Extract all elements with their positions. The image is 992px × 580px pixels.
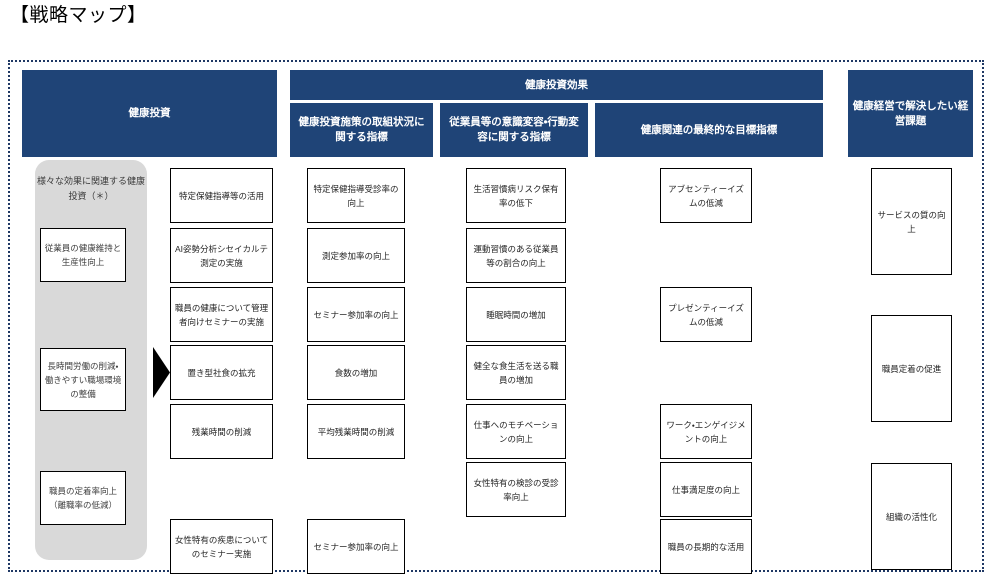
sub3-node-3[interactable]: ワーク・エンゲイジメントの向上 [660, 404, 752, 459]
sub3-node-1[interactable]: アブセンティーイズムの低減 [660, 168, 752, 223]
header-effect-band-label: 健康投資効果 [525, 78, 588, 91]
investment-node-3[interactable]: 職員の健康について管理者向けセミナーの実施 [170, 287, 273, 342]
header-investment: 健康投資 [22, 70, 277, 157]
investment-node-6[interactable]: 女性特有の疾患についてのセミナー実施 [170, 519, 273, 574]
header-sub1-label: 健康投資施策の取組状況に関する指標 [298, 116, 425, 143]
issue-node-2[interactable]: 職員定着の促進 [871, 315, 952, 422]
sub1-node-6[interactable]: セミナー参加率の向上 [307, 519, 405, 574]
header-sub2-label: 従業員等の意識変容・行動変容に関する指標 [449, 116, 579, 143]
header-sub2: 従業員等の意識変容・行動変容に関する指標 [440, 103, 588, 157]
sub2-node-3[interactable]: 睡眠時間の増加 [466, 287, 566, 342]
header-sub1: 健康投資施策の取組状況に関する指標 [290, 103, 433, 157]
issue-node-1[interactable]: サービスの質の向上 [871, 168, 952, 275]
header-issues-label: 健康経営で解決したい経営課題 [852, 99, 969, 127]
flow-arrow-icon [150, 345, 172, 400]
sub3-node-2[interactable]: プレゼンティーイズムの低減 [660, 287, 752, 342]
sub2-node-6[interactable]: 女性特有の検診の受診率向上 [466, 462, 566, 517]
investment-node-4[interactable]: 置き型社食の拡充 [170, 345, 273, 400]
sub2-node-4[interactable]: 健全な食生活を送る職員の増加 [466, 345, 566, 400]
investment-node-5[interactable]: 残業時間の削減 [170, 404, 273, 459]
header-sub3-label: 健康関連の最終的な目標指標 [640, 123, 778, 136]
sub1-node-1[interactable]: 特定保健指導受診率の向上 [307, 168, 405, 223]
sub1-node-3[interactable]: セミナー参加率の向上 [307, 287, 405, 342]
strategy-map-frame [8, 60, 984, 572]
sub2-node-5[interactable]: 仕事へのモチベーションの向上 [466, 404, 566, 459]
sub2-node-1[interactable]: 生活習慣病リスク保有率の低下 [466, 168, 566, 223]
investment-node-2[interactable]: AI姿勢分析シセイカルテ測定の実施 [170, 228, 273, 283]
issue-node-3[interactable]: 組織の活性化 [871, 463, 952, 570]
investment-group-item-2[interactable]: 長時間労働の削減・働きやすい職場環境の整備 [40, 348, 126, 411]
sub1-node-5[interactable]: 平均残業時間の削減 [307, 404, 405, 459]
investment-group-label: 様々な効果に関連する健康投資（＊） [36, 176, 145, 201]
investment-group-item-3[interactable]: 職員の定着率向上（離職率の低減） [40, 471, 126, 525]
sub1-node-4[interactable]: 食数の増加 [307, 345, 405, 400]
investment-group-item-1[interactable]: 従業員の健康維持と生産性向上 [40, 228, 126, 282]
sub2-node-2[interactable]: 運動習慣のある従業員等の割合の向上 [466, 228, 566, 283]
sub1-node-2[interactable]: 測定参加率の向上 [307, 228, 405, 283]
header-investment-label: 健康投資 [128, 107, 171, 119]
header-effect-band: 健康投資効果 [290, 70, 823, 100]
sub3-node-5[interactable]: 職員の長期的な活用 [660, 519, 752, 574]
header-sub3: 健康関連の最終的な目標指標 [595, 103, 823, 157]
page-title: 【戦略マップ】 [10, 5, 147, 26]
header-issues: 健康経営で解決したい経営課題 [848, 70, 973, 157]
investment-node-1[interactable]: 特定保健指導等の活用 [170, 168, 273, 223]
sub3-node-4[interactable]: 仕事満足度の向上 [660, 462, 752, 517]
